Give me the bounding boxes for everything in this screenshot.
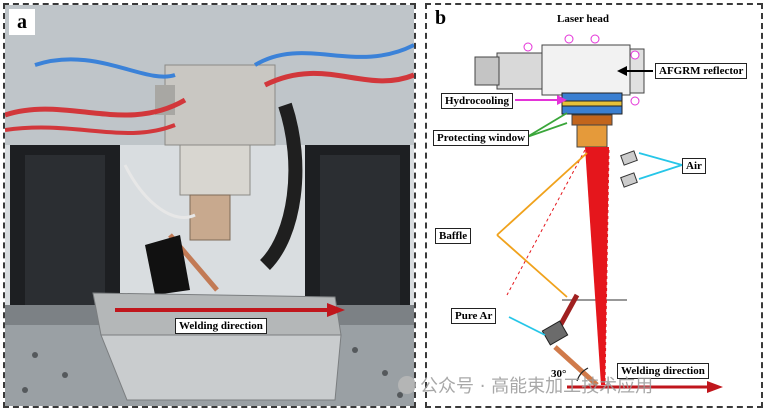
- angle-arc: [576, 367, 589, 382]
- panel-a-letter: a: [9, 9, 35, 35]
- watermark: 公众号 · 高能束加工技术应用: [398, 372, 653, 398]
- wechat-icon: [398, 376, 416, 394]
- air-jet-upper: [620, 150, 638, 166]
- welding-setup-photo: [5, 5, 414, 406]
- photo-welding-direction-label: Welding direction: [175, 318, 267, 334]
- fiber-connector-housing: [496, 52, 543, 90]
- air-jet-lower: [620, 172, 638, 188]
- photo-direction-arrowhead: [327, 303, 345, 317]
- screw-icon: [523, 42, 533, 52]
- label-pure-ar: Pure Ar: [451, 308, 497, 324]
- hydrocooling-block: [561, 92, 623, 102]
- label-protecting-window: Protecting window: [433, 130, 530, 146]
- label-baffle: Baffle: [435, 228, 472, 244]
- screw-icon: [630, 96, 640, 106]
- reflector-arrowhead: [617, 66, 627, 76]
- fiber-connector: [474, 56, 500, 86]
- panel-a-photo: a Welding direction: [3, 3, 416, 408]
- nozzle-upper: [571, 114, 613, 126]
- laser-beam: [585, 147, 609, 385]
- ar-clamp: [541, 320, 569, 346]
- watermark-text: 公众号 · 高能束加工技术应用: [420, 376, 654, 397]
- panel-b-letter: b: [435, 7, 447, 29]
- screw-icon: [590, 34, 600, 44]
- schematic-drawing: [474, 34, 723, 393]
- label-air: Air: [682, 158, 706, 174]
- laser-head-body: [541, 44, 631, 96]
- ar-nozzle: [553, 345, 599, 387]
- label-hydrocooling: Hydrocooling: [441, 93, 513, 109]
- schematic-direction-arrowhead: [707, 381, 723, 393]
- panel-b-schematic: b Laser head AFGRM reflector Hydrocoolin…: [425, 3, 763, 408]
- screw-icon: [564, 34, 574, 44]
- label-laser-head: Laser head: [557, 13, 610, 25]
- label-afgrm-reflector: AFGRM reflector: [655, 63, 748, 79]
- label-angle: 30°: [551, 368, 567, 380]
- screw-icon: [630, 50, 640, 60]
- nozzle: [576, 124, 608, 148]
- label-welding-direction: Welding direction: [617, 363, 709, 379]
